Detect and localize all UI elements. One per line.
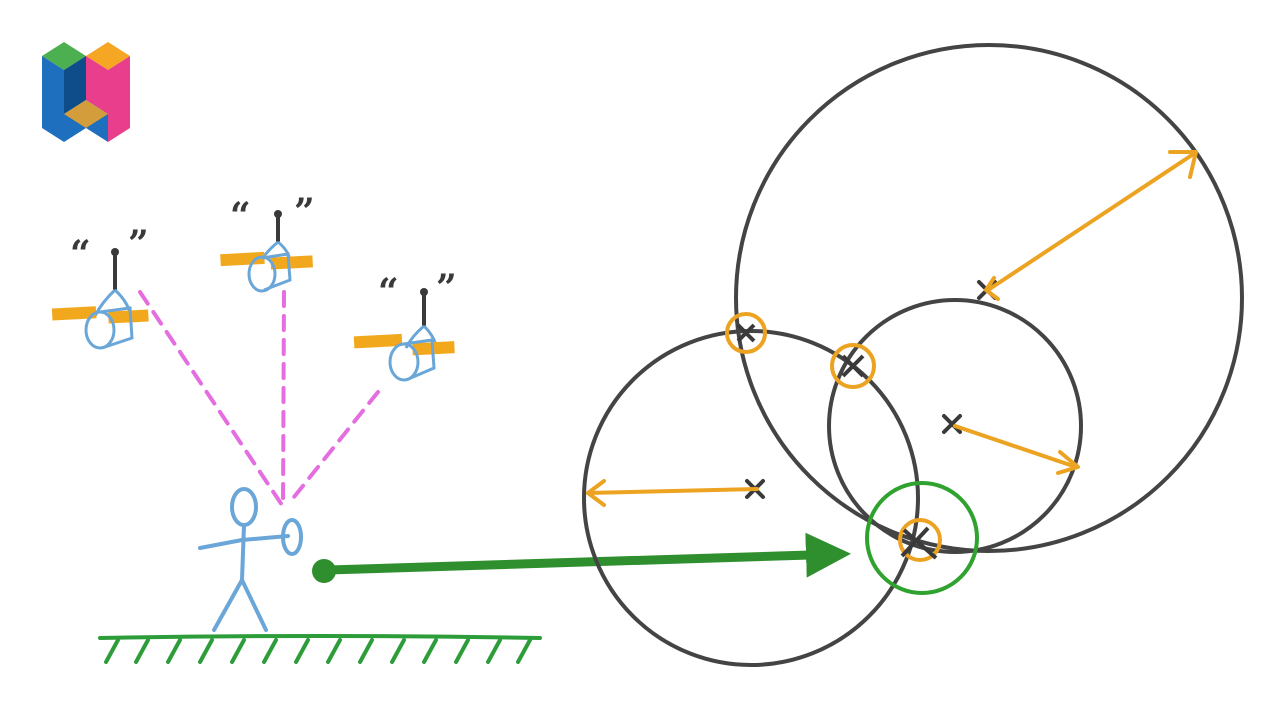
circle-centers <box>745 280 997 499</box>
range-circle-top-large <box>734 43 1244 553</box>
logo-n-icon <box>42 42 130 142</box>
intersection-markers <box>725 312 942 562</box>
signal-mark-open: “ <box>230 195 251 237</box>
signal-line-right <box>288 390 380 504</box>
range-circle-middle-small <box>827 298 1083 554</box>
range-circle-bottom-left <box>582 329 920 667</box>
signal-mark-close: ” <box>294 191 315 233</box>
radius-arrow-bottom-left <box>586 479 759 507</box>
signal-line-left <box>138 290 284 507</box>
intersection-marker-top-left <box>725 312 767 354</box>
ground-line <box>98 634 542 664</box>
radius-arrow-middle-small <box>953 424 1080 475</box>
signal-mark-close: ” <box>128 223 149 265</box>
gps-receiver-icon <box>281 518 303 556</box>
signal-lines <box>138 290 380 507</box>
center-mark-middle-small <box>942 414 962 434</box>
radius-arrow-top-large <box>984 150 1198 301</box>
signal-line-middle <box>281 290 286 507</box>
satellite-icon: “ ” <box>220 191 315 293</box>
intersection-marker-middle <box>830 343 876 389</box>
signal-mark-open: “ <box>378 271 399 313</box>
satellite-icon: “ ” <box>353 267 457 382</box>
signal-mark-open: “ <box>70 233 91 275</box>
pointer-arrow <box>312 532 851 583</box>
satellite-icon: “ ” <box>51 223 149 350</box>
intersection-marker-bottom <box>898 518 942 562</box>
radius-arrows <box>586 150 1198 507</box>
stick-figure-icon <box>198 487 290 632</box>
position-marker <box>865 481 979 595</box>
range-circles <box>582 43 1244 667</box>
signal-mark-close: ” <box>436 267 457 309</box>
